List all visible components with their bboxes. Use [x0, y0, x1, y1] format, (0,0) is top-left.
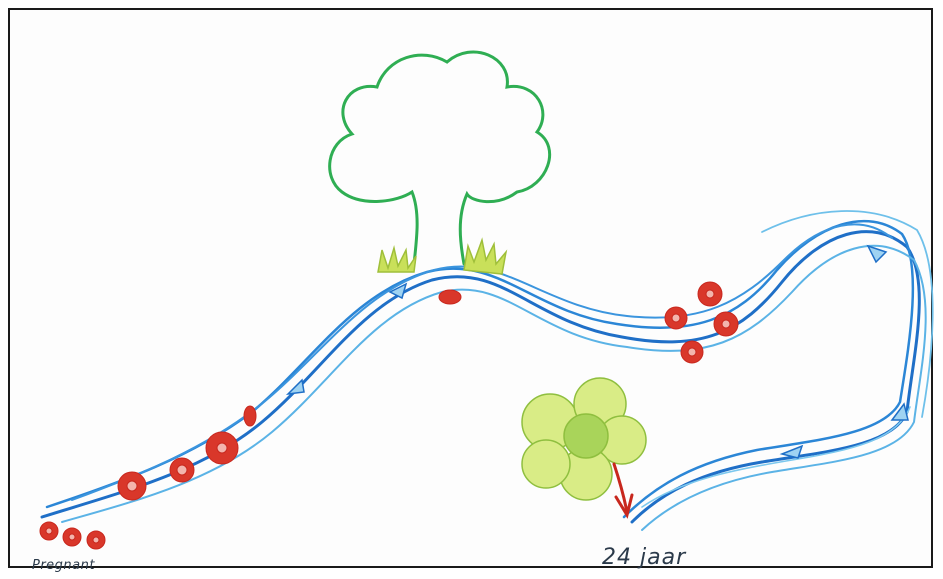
blood-cell-icon: [87, 531, 105, 549]
blood-cell-icon: [170, 458, 194, 482]
grass-tuft-left: [378, 248, 416, 272]
blood-cell-icon: [63, 528, 81, 546]
flower-icon: [522, 378, 646, 500]
flow-arrow-icon: [288, 380, 304, 394]
blood-cell-icon: [40, 522, 58, 540]
blood-cell-icon: [681, 341, 703, 363]
flow-arrow-icon: [868, 246, 886, 262]
blood-cell-icon: [439, 290, 461, 304]
end-label: 24 jaar: [602, 545, 686, 570]
drawing-frame: Pregnant 24 jaar: [8, 8, 933, 568]
timeline-drawing: [10, 10, 935, 570]
flow-arrow-icon: [782, 446, 802, 458]
blood-cell-icon: [244, 406, 256, 426]
flow-arrow-icon: [892, 404, 908, 420]
blood-cell-icon: [118, 472, 146, 500]
river-strand-light-1: [62, 246, 926, 530]
river-strand-light-3: [642, 407, 910, 507]
blood-cell-icon: [665, 307, 687, 329]
tree-icon: [330, 52, 550, 264]
blood-cell-icon: [714, 312, 738, 336]
start-label: Pregnant: [32, 558, 95, 573]
red-arrow-icon: [614, 464, 632, 515]
grass-tuft-right: [464, 240, 506, 274]
blood-cell-icon: [698, 282, 722, 306]
blood-cell-icon: [206, 432, 238, 464]
